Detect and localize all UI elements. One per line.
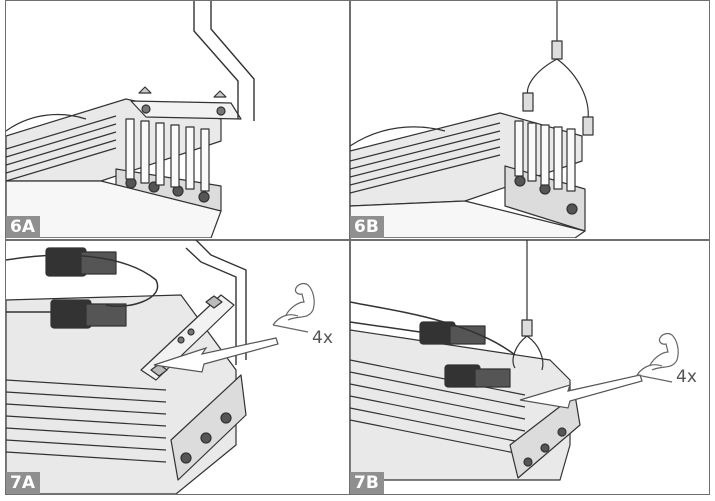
panel-7b: 4x 7B	[350, 240, 709, 494]
panel-6a: 6A	[6, 1, 348, 238]
grid-divider-horizontal	[6, 239, 709, 241]
instruction-grid: 6A	[5, 0, 710, 495]
panel-label-6b: 6B	[350, 216, 384, 238]
repeat-count-7b: 4x	[676, 367, 697, 387]
bracket-tighten-illustration	[6, 240, 315, 494]
arrow-icon	[153, 337, 279, 373]
fixture-bracket-illustration	[6, 1, 255, 238]
arrow-icon	[519, 374, 643, 409]
flexed-arm-icon	[636, 332, 679, 383]
flexed-arm-icon	[272, 282, 315, 333]
suspension-tighten-illustration	[350, 240, 679, 481]
panel-6b: 6B	[350, 1, 709, 238]
grid-divider-vertical	[349, 1, 351, 494]
fixture-suspension-illustration	[350, 1, 594, 238]
panel-label-7b: 7B	[350, 472, 384, 494]
repeat-count-7a: 4x	[312, 328, 333, 348]
panel-label-6a: 6A	[6, 216, 40, 238]
panel-7a: 4x 7A	[6, 240, 348, 494]
panel-label-7a: 7A	[6, 472, 40, 494]
